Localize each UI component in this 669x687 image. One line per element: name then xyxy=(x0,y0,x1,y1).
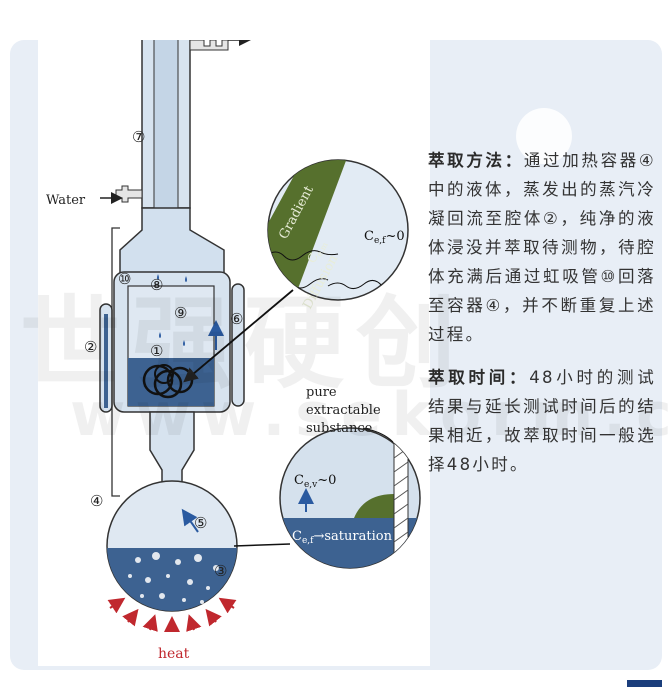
zoom2-pure-label-3: substance xyxy=(306,421,373,436)
zoom2-pure-label-1: pure xyxy=(306,385,337,400)
zoom2-pure-label-2: extractable xyxy=(306,403,381,418)
description-text: 萃取方法：通过加热容器④中的液体，蒸发出的蒸汽冷凝回流至腔体②，纯净的液体浸没并… xyxy=(428,146,656,493)
label-3: ③ xyxy=(214,562,227,580)
soxhlet-diagram-panel: ⑦ Water ⑩ ⑧ ⑨ ⑥ ① ② ④ ⑤ ③ heat Gradient … xyxy=(38,40,430,666)
condenser xyxy=(100,40,251,209)
label-4: ④ xyxy=(90,492,103,510)
label-6: ⑥ xyxy=(230,310,243,328)
label-1: ① xyxy=(150,342,163,360)
boiling-flask xyxy=(106,480,238,632)
method-paragraph: 萃取方法：通过加热容器④中的液体，蒸发出的蒸汽冷凝回流至腔体②，纯净的液体浸没并… xyxy=(428,146,656,349)
label-7: ⑦ xyxy=(132,128,145,146)
soxhlet-diagram: ⑦ Water ⑩ ⑧ ⑨ ⑥ ① ② ④ ⑤ ③ heat Gradient … xyxy=(46,40,421,662)
accent-bar xyxy=(627,680,662,687)
watermark-brand: 世强硬创 xyxy=(20,285,468,402)
decorative-circle xyxy=(516,108,572,164)
zoom-thimble-wall xyxy=(183,159,409,383)
zoom-flask-liquid xyxy=(233,427,421,569)
zoom1-cef-label: Ce,f~0 xyxy=(364,229,405,246)
label-5: ⑤ xyxy=(194,514,207,532)
label-8: ⑧ xyxy=(150,276,163,294)
label-9: ⑨ xyxy=(174,304,187,322)
time-body: 48小时的测试结果与延长测试时间后的结果相近，故萃取时间一般选择48小时。 xyxy=(428,368,656,474)
content-card: ⑦ Water ⑩ ⑧ ⑨ ⑥ ① ② ④ ⑤ ③ heat Gradient … xyxy=(10,40,662,687)
time-heading: 萃取时间： xyxy=(428,368,530,387)
watermark-url: www.sekorm.com xyxy=(70,380,669,450)
extraction-chamber xyxy=(99,271,245,413)
method-heading: 萃取方法： xyxy=(428,151,524,170)
zoom2-cef-label: Ce,f→saturation xyxy=(292,529,393,546)
label-heat: heat xyxy=(158,646,190,662)
label-10: ⑩ xyxy=(118,270,131,288)
label-2: ② xyxy=(84,338,97,356)
method-body: 通过加热容器④中的液体，蒸发出的蒸汽冷凝回流至腔体②，纯净的液体浸没并萃取待测物… xyxy=(428,151,656,344)
label-water: Water xyxy=(46,193,86,208)
zoom2-cev-label: Ce,v~0 xyxy=(294,473,336,490)
time-paragraph: 萃取时间：48小时的测试结果与延长测试时间后的结果相近，故萃取时间一般选择48小… xyxy=(428,363,656,479)
